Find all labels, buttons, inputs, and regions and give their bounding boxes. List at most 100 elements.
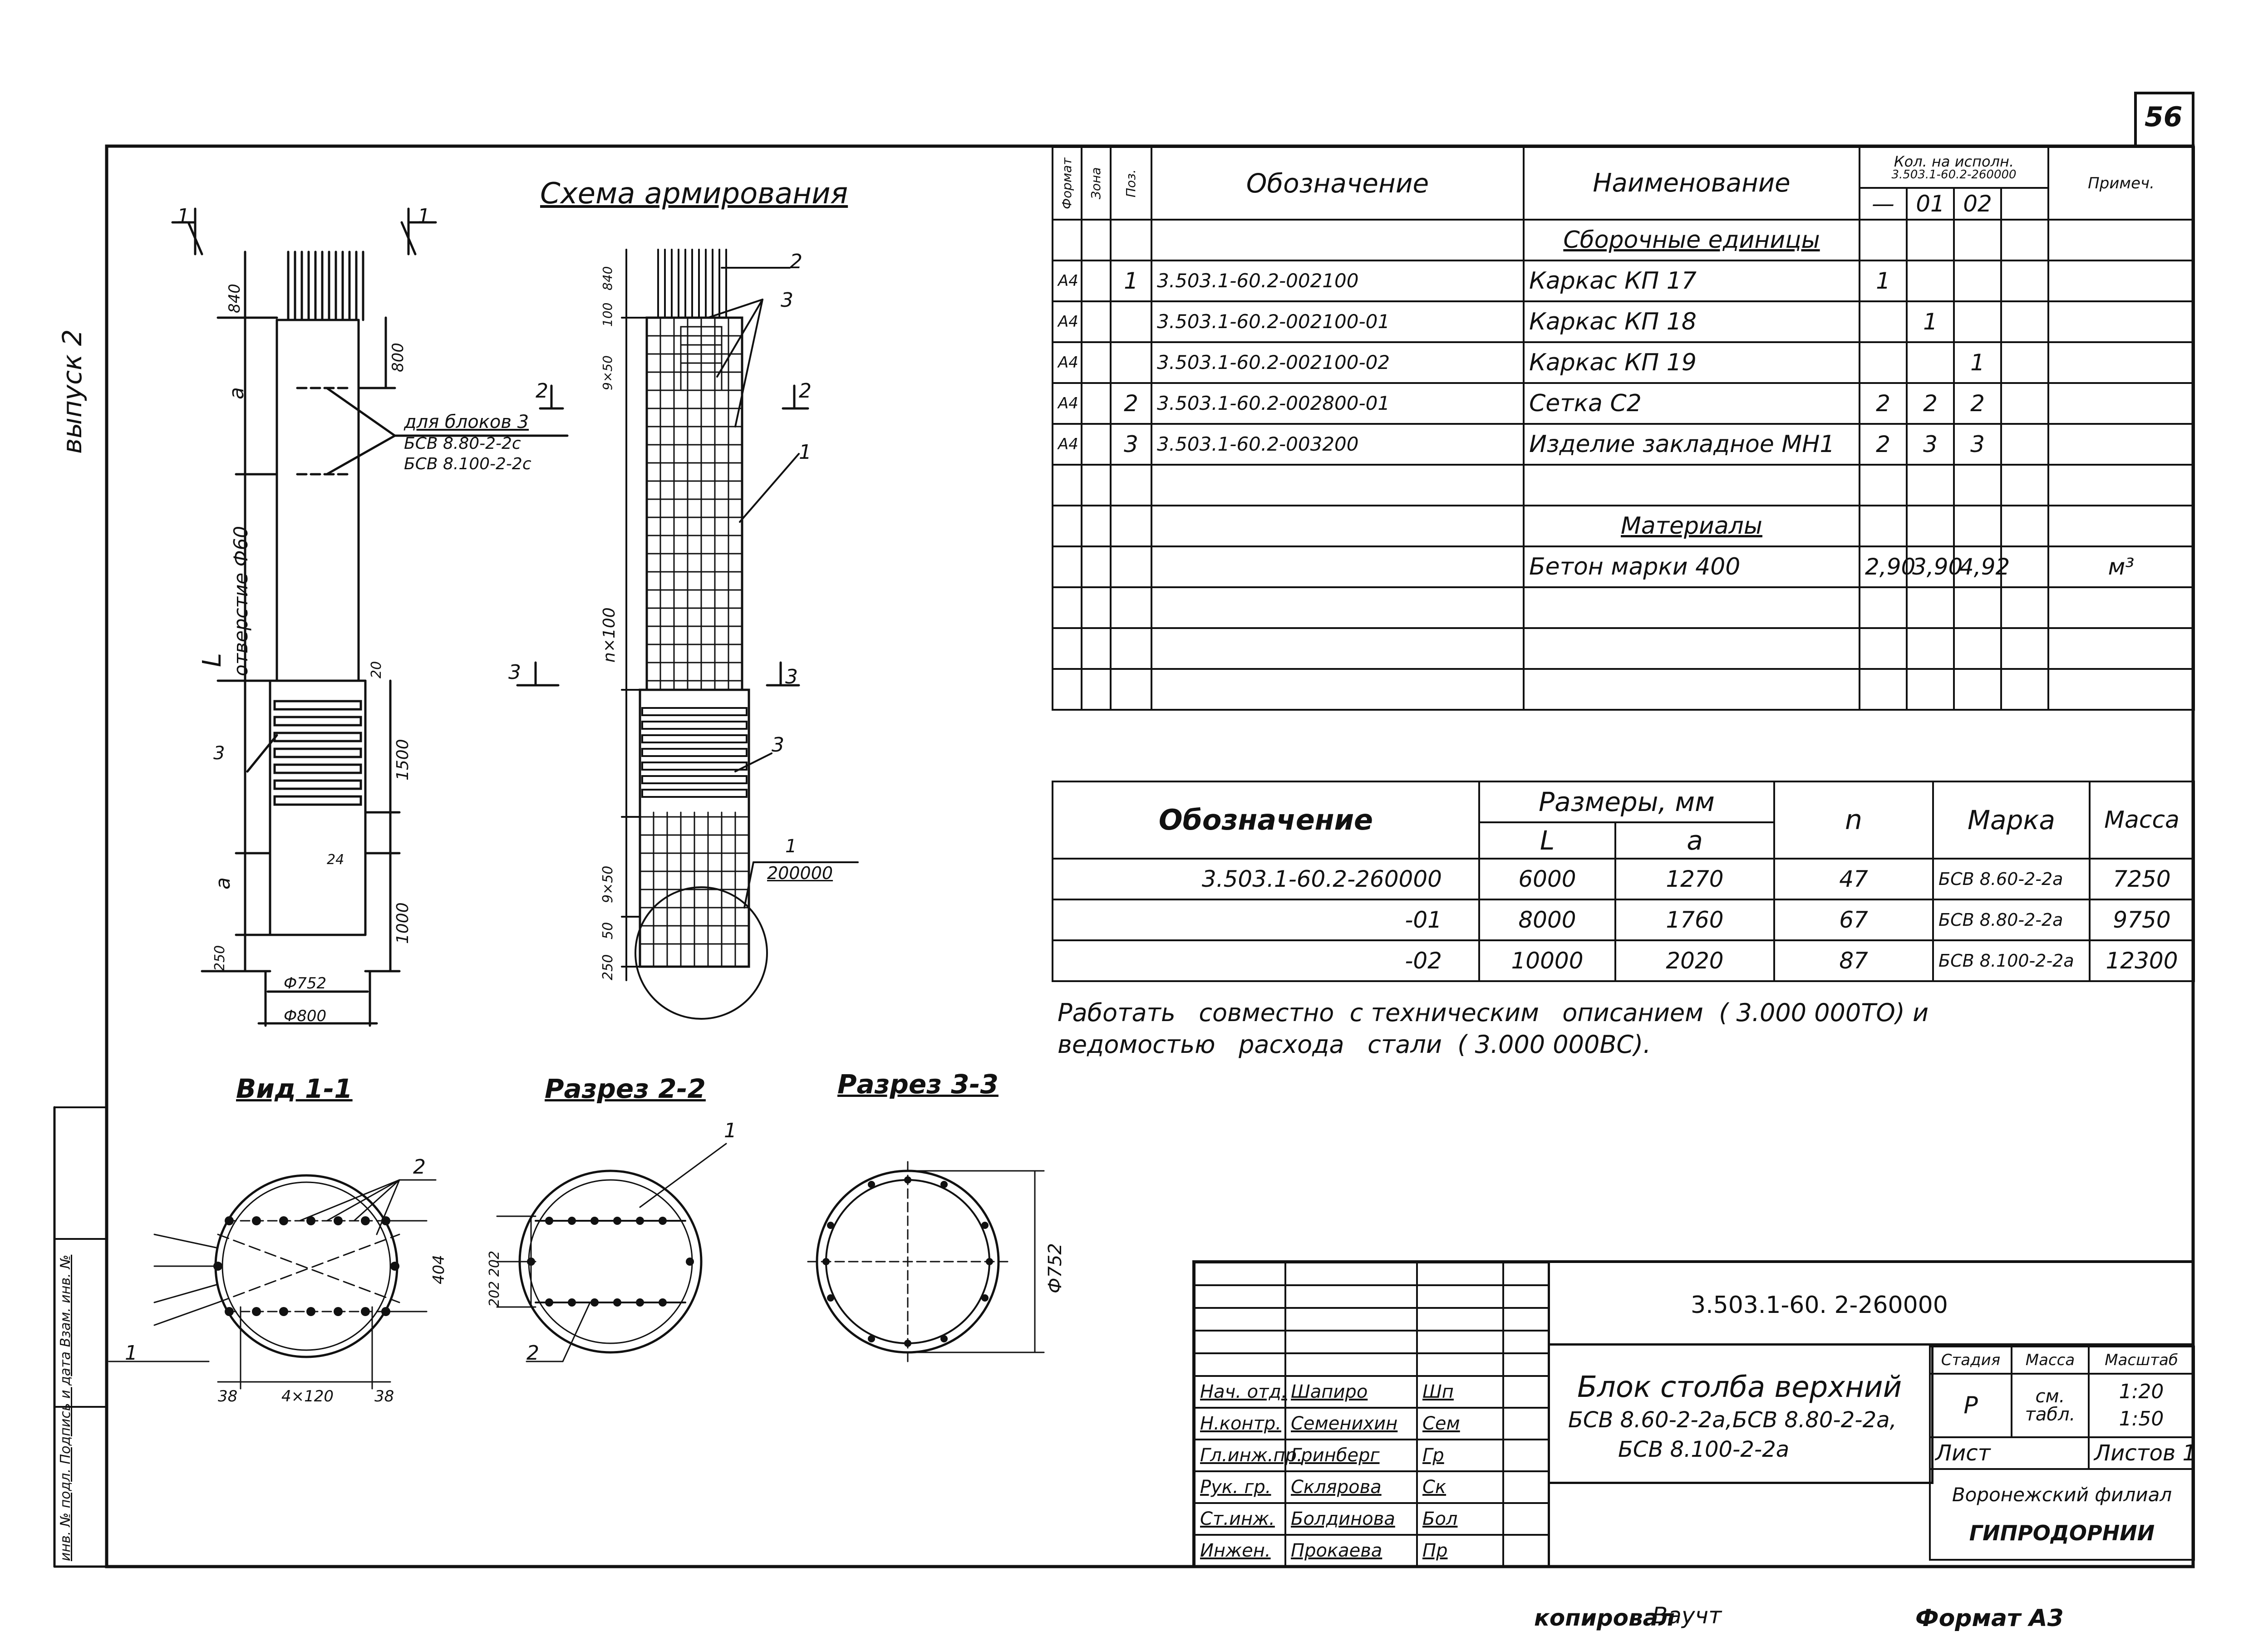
person-date (1502, 1502, 1550, 1536)
spec-cell-q2 (1953, 464, 2002, 506)
title-empty-cell (1416, 1262, 1504, 1286)
spec-cell-extra (2000, 545, 2050, 588)
spec-cell-zone (1081, 300, 1112, 343)
size-col-designation: Обозначение (1052, 781, 1480, 860)
cut-mark-3-left: 3 (508, 661, 521, 684)
dim-4x120: 4×120 (281, 1387, 334, 1405)
spec-cell-pos (1110, 586, 1152, 629)
dim-800: 800 (389, 343, 407, 372)
size-table: Обозначение Размеры, мм n Марка Масса L … (1052, 781, 2195, 982)
spec-cell-format (1052, 668, 1082, 711)
size-cell-n: 47 (1773, 858, 1934, 900)
spec-cell-q2: 1 (1953, 341, 2002, 384)
spec-cell-pos: 2 (1110, 382, 1152, 425)
spec-cell-pos (1110, 464, 1152, 506)
spec-cell-format: А4 (1052, 382, 1082, 425)
person-date (1502, 1470, 1550, 1504)
size-col-a: а (1614, 821, 1776, 860)
spec-cell-format (1052, 505, 1082, 547)
title-empty-cell (1194, 1352, 1286, 1377)
col-q1: 01 (1906, 187, 1955, 221)
spec-cell-q1: 3,90 (1906, 545, 1963, 588)
dim-404: 404 (430, 1255, 448, 1284)
spec-cell-q2 (1953, 627, 2002, 670)
person-name: Прокаева (1284, 1534, 1418, 1567)
spec-cell-note: м³ (2047, 545, 2195, 588)
person-date (1502, 1534, 1550, 1567)
dim-38b: 38 (374, 1387, 394, 1405)
col-pos: Поз. (1111, 147, 1151, 220)
spec-cell-zone (1081, 668, 1112, 711)
size-cell-L: 6000 (1478, 858, 1616, 900)
spec-cell-name (1523, 464, 1860, 506)
dim-n100: n×100 (600, 607, 619, 663)
dim-250: 250 (212, 945, 228, 971)
spec-cell-format: А4 (1052, 423, 1082, 466)
vypusk-label: выпуск 2 (57, 329, 88, 454)
spec-cell-q0 (1859, 219, 1908, 261)
callout-for-blocks: для блоков 3 (404, 412, 529, 432)
title-empty-row (1194, 1284, 1550, 1309)
sheet-label: Лист (1929, 1436, 2090, 1470)
spec-cell-name: Материалы (1523, 505, 1860, 547)
spec-cell-format (1052, 545, 1082, 588)
spec-cell-designation (1151, 219, 1525, 261)
size-col-sizes: Размеры, мм (1478, 781, 1776, 823)
spec-cell-format: А4 (1052, 300, 1082, 343)
size-col-n: n (1773, 781, 1934, 860)
spec-cell-q2: 4,92 (1953, 545, 2010, 588)
qty-doc: 3.503.1-60.2-260000 (1891, 168, 2017, 182)
dim-a2: а (212, 877, 235, 889)
person-name: Гринберг (1284, 1439, 1418, 1472)
spec-cell-designation (1151, 668, 1525, 711)
org-line-1: Воронежский филиал (1952, 1484, 2172, 1506)
person-date (1502, 1375, 1550, 1409)
title-empty-row (1194, 1262, 1550, 1286)
spec-cell-zone (1081, 586, 1112, 629)
callout-bcb100: БСВ 8.100-2-2с (404, 455, 531, 473)
spec-cell-pos: 1 (1110, 260, 1152, 302)
dim-1000: 1000 (394, 902, 412, 944)
title-line-1: Блок столба верхний (1577, 1371, 1902, 1404)
spec-cell-q1 (1906, 627, 1955, 670)
note-line-1: Работать совместно с техническим описани… (1058, 998, 1929, 1027)
spec-cell-designation (1151, 464, 1525, 506)
title-empty-cell (1502, 1262, 1550, 1286)
spec-row (1052, 627, 2195, 670)
person-name: Склярова (1284, 1470, 1418, 1504)
spec-cell-q2 (1953, 260, 2002, 302)
person-signature: Пр (1416, 1534, 1504, 1567)
spec-cell-pos (1110, 505, 1152, 547)
kopiroval-signature: Ваучт (1652, 1602, 1722, 1629)
spec-cell-q1: 3 (1906, 423, 1955, 466)
spec-cell-designation: 3.503.1-60.2-002800-01 (1151, 382, 1525, 425)
spec-cell-q2: 2 (1953, 382, 2002, 425)
spec-cell-note (2047, 505, 2195, 547)
view-1-1-title: Вид 1-1 (236, 1073, 353, 1104)
dim-1500: 1500 (394, 739, 412, 781)
spec-cell-name: Каркас КП 17 (1523, 260, 1860, 302)
hole-label: отверстие Ф60 (230, 526, 252, 676)
dim-250-b: 250 (600, 954, 616, 980)
spec-cell-q1 (1906, 341, 1955, 384)
dim-840-top: 840 (600, 266, 615, 290)
title-empty-cell (1502, 1352, 1550, 1377)
spec-cell-zone (1081, 464, 1112, 506)
sheets-label: Листов 1 (2088, 1436, 2196, 1470)
column-outline-view (171, 207, 569, 1027)
spec-cell-q0 (1859, 300, 1908, 343)
person-role: Ст.инж. (1194, 1502, 1286, 1536)
col-format: Формат (1053, 147, 1082, 220)
spec-cell-pos: 3 (1110, 423, 1152, 466)
qty-title: Кол. на исполн. (1894, 153, 2014, 170)
spec-cell-q2 (1953, 505, 2002, 547)
title-empty-cell (1194, 1284, 1286, 1309)
view11-mark-2: 2 (413, 1155, 426, 1179)
cut-mark-1-left: 1 (177, 205, 190, 228)
spec-cell-zone (1081, 505, 1112, 547)
